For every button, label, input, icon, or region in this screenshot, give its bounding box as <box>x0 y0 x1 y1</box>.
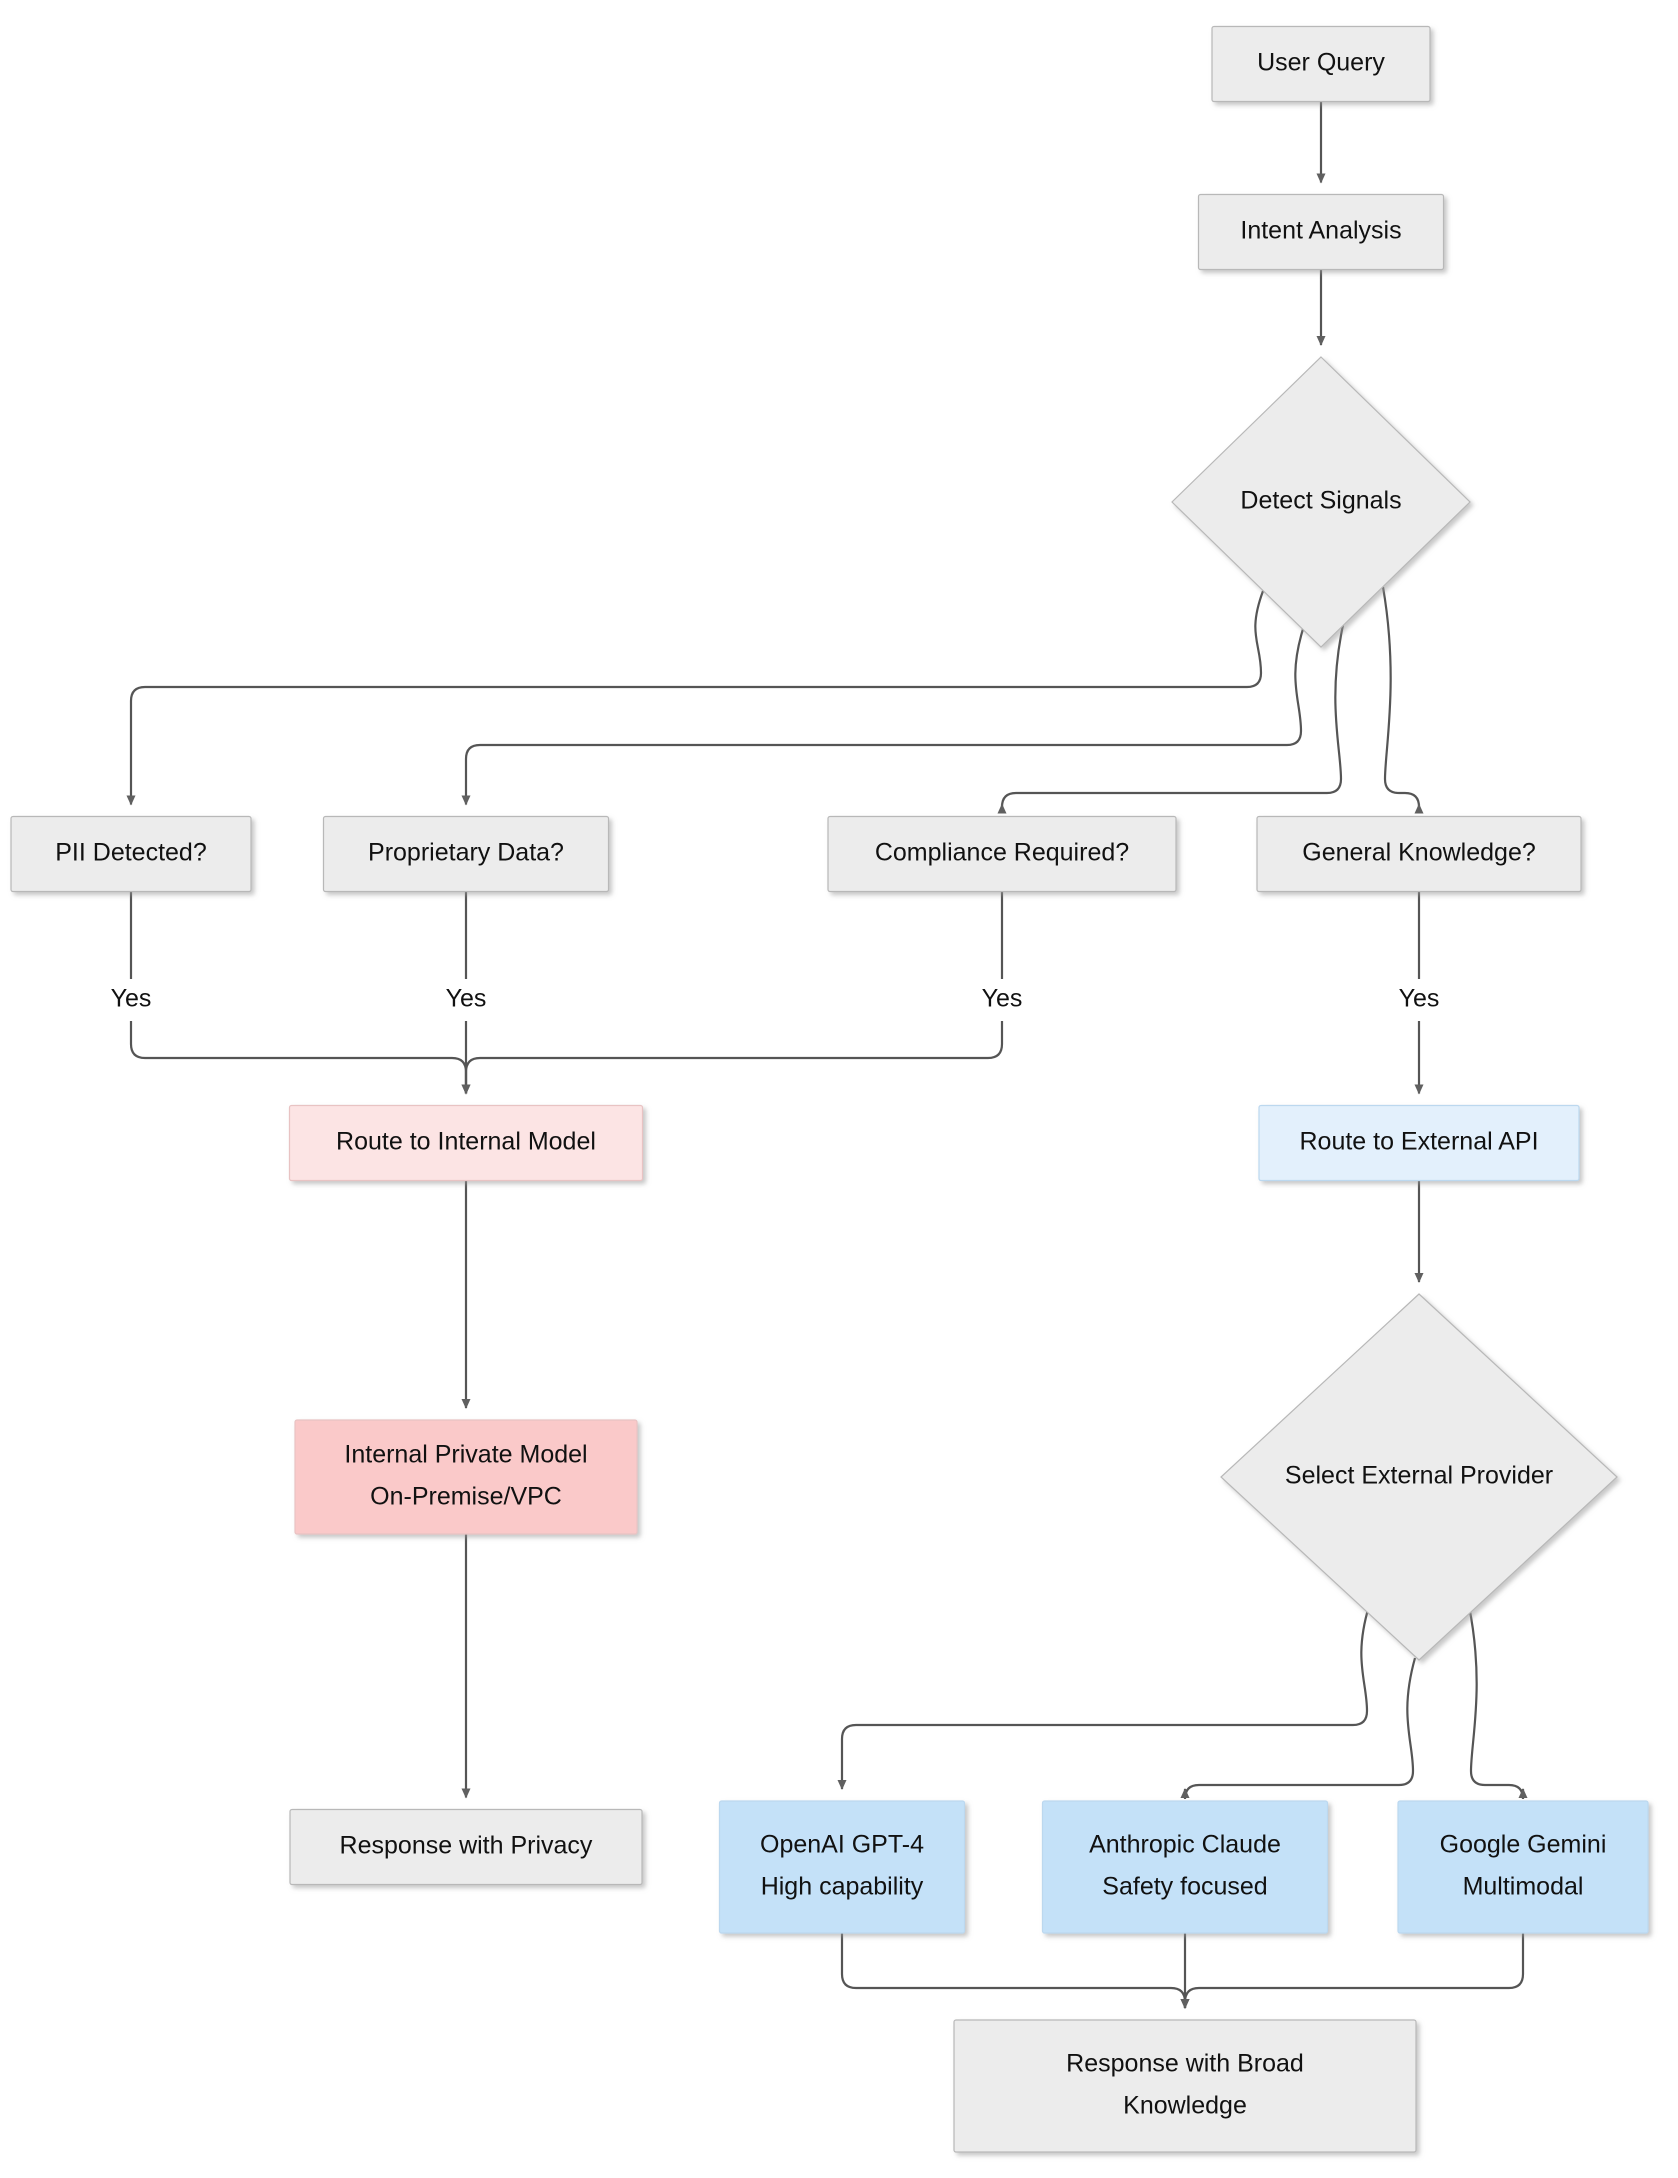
node-label-pii_detected: PII Detected? <box>55 839 206 867</box>
node-select_provider[interactable]: Select External Provider <box>1220 1293 1618 1661</box>
node-label-response_privacy: Response with Privacy <box>340 1832 593 1860</box>
edge-e17 <box>840 1933 1190 2009</box>
node-label-user_query: User Query <box>1257 49 1385 77</box>
node-general_knowledge[interactable]: General Knowledge? <box>1256 815 1582 893</box>
node-shape-rect <box>294 1419 638 1535</box>
edge-label-yes_proprietary: Yes <box>446 985 487 1013</box>
node-shape-rect <box>1256 815 1582 893</box>
node-shape-rect <box>1258 1104 1580 1182</box>
node-shape-rect <box>953 2019 1417 2153</box>
edge-label-backdrop <box>1389 979 1449 1021</box>
node-label-intent_analysis: Intent Analysis <box>1240 217 1401 245</box>
edge-label-yes_compliance: Yes <box>982 985 1023 1013</box>
edge-e19 <box>1180 1933 1525 2009</box>
edge-e15 <box>1180 1657 1417 1800</box>
node-label-proprietary_data: Proprietary Data? <box>368 839 564 867</box>
node-label-select_provider: Select External Provider <box>1285 1462 1553 1490</box>
node-label-route_internal: Route to Internal Model <box>336 1128 596 1156</box>
node-label-general_knowledge: General Knowledge? <box>1302 839 1536 867</box>
node-detect_signals[interactable]: Detect Signals <box>1171 356 1471 648</box>
edge-e4 <box>461 628 1305 806</box>
edge-label-backdrop <box>972 979 1032 1021</box>
node-proprietary_data[interactable]: Proprietary Data? <box>322 815 610 893</box>
node-label-compliance_req: Compliance Required? <box>875 839 1129 867</box>
edge-e3 <box>126 590 1265 806</box>
node-label-response_broad: Response with Broad <box>1066 2050 1304 2078</box>
edges-layer <box>126 101 1528 2009</box>
node-shape-rect <box>1041 1800 1329 1934</box>
edge-label-yes_general: Yes <box>1399 985 1440 1013</box>
node-shape-rect <box>288 1104 644 1182</box>
node-intent_analysis[interactable]: Intent Analysis <box>1197 193 1445 271</box>
node-label-internal_model: Internal Private Model <box>344 1441 587 1469</box>
node-shape-rect <box>1197 193 1445 271</box>
node-pii_detected[interactable]: PII Detected? <box>10 815 252 893</box>
node-shape-diamond <box>1220 1293 1618 1661</box>
node-label-google_gemini: Multimodal <box>1463 1873 1584 1901</box>
node-route_external[interactable]: Route to External API <box>1258 1104 1580 1182</box>
node-shape-rect <box>1397 1800 1649 1934</box>
edge-e7 <box>129 891 471 1095</box>
node-shape-rect <box>322 815 610 893</box>
node-label-google_gemini: Google Gemini <box>1440 1831 1607 1859</box>
edge-label-yes_pii: Yes <box>111 985 152 1013</box>
edge-e16 <box>1467 1605 1528 1800</box>
node-label-internal_model: On-Premise/VPC <box>370 1483 562 1511</box>
node-route_internal[interactable]: Route to Internal Model <box>288 1104 644 1182</box>
node-label-response_broad: Knowledge <box>1123 2092 1247 2120</box>
edge-e6 <box>1381 586 1424 814</box>
edge-e5 <box>997 624 1345 814</box>
node-label-openai_gpt4: High capability <box>761 1873 924 1901</box>
node-label-anthropic_claude: Anthropic Claude <box>1089 1831 1281 1859</box>
node-shape-rect <box>10 815 252 893</box>
edge-label-backdrop <box>101 979 161 1021</box>
edge-e14 <box>837 1605 1371 1790</box>
node-label-detect_signals: Detect Signals <box>1240 487 1401 515</box>
node-shape-rect <box>1211 25 1431 103</box>
node-shape-rect <box>827 815 1177 893</box>
node-compliance_req[interactable]: Compliance Required? <box>827 815 1177 893</box>
node-label-anthropic_claude: Safety focused <box>1102 1873 1267 1901</box>
node-label-openai_gpt4: OpenAI GPT-4 <box>760 1831 924 1859</box>
node-shape-rect <box>718 1800 966 1934</box>
node-user_query[interactable]: User Query <box>1211 25 1431 103</box>
edge-e9 <box>461 891 1004 1095</box>
edge-labels-layer: Yes Yes Yes Yes <box>101 979 1449 1021</box>
node-response_privacy[interactable]: Response with Privacy <box>289 1808 643 1886</box>
node-shape-diamond <box>1171 356 1471 648</box>
node-label-route_external: Route to External API <box>1299 1128 1538 1156</box>
node-shape-rect <box>289 1808 643 1886</box>
edge-label-backdrop <box>436 979 496 1021</box>
